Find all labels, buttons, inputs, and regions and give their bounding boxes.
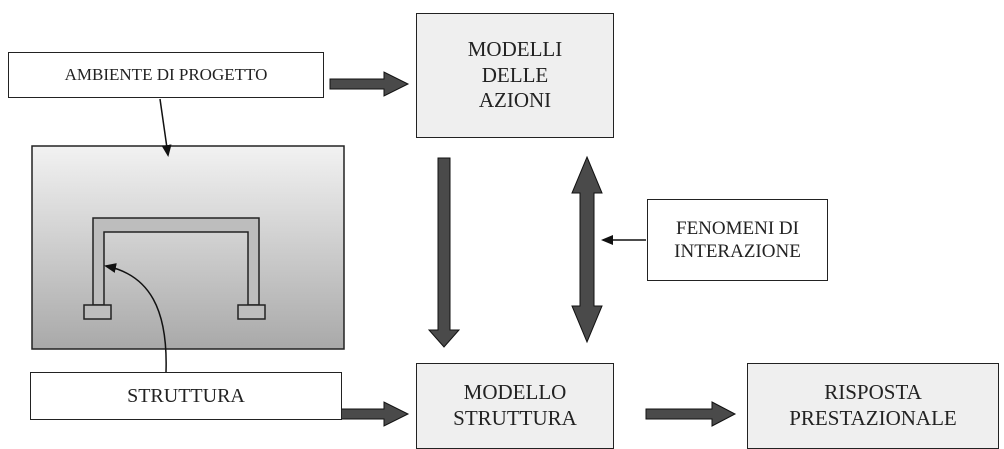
environment-panel xyxy=(31,145,345,350)
struttura-pointer-arrow xyxy=(104,263,167,373)
fenomeni-di-interazione-box: FENOMENI DI INTERAZIONE xyxy=(647,199,828,281)
arrow-ambiente-to-azioni xyxy=(329,71,410,97)
arrow-modello-to-risposta xyxy=(645,401,737,427)
structure-footing-left xyxy=(83,304,112,320)
arrow-azioni-to-struttura xyxy=(427,157,461,348)
ambiente-di-progetto-box: AMBIENTE DI PROGETTO xyxy=(8,52,324,98)
ambiente-pointer-arrow xyxy=(159,98,172,157)
struttura-box: STRUTTURA xyxy=(30,372,342,420)
arrow-interaction-bidirectional xyxy=(571,155,603,344)
modello-struttura-box: MODELLO STRUTTURA xyxy=(416,363,614,449)
structure-footing-right xyxy=(237,304,266,320)
modelli-delle-azioni-box: MODELLI DELLE AZIONI xyxy=(416,13,614,138)
risposta-prestazionale-box: RISPOSTA PRESTAZIONALE xyxy=(747,363,999,449)
